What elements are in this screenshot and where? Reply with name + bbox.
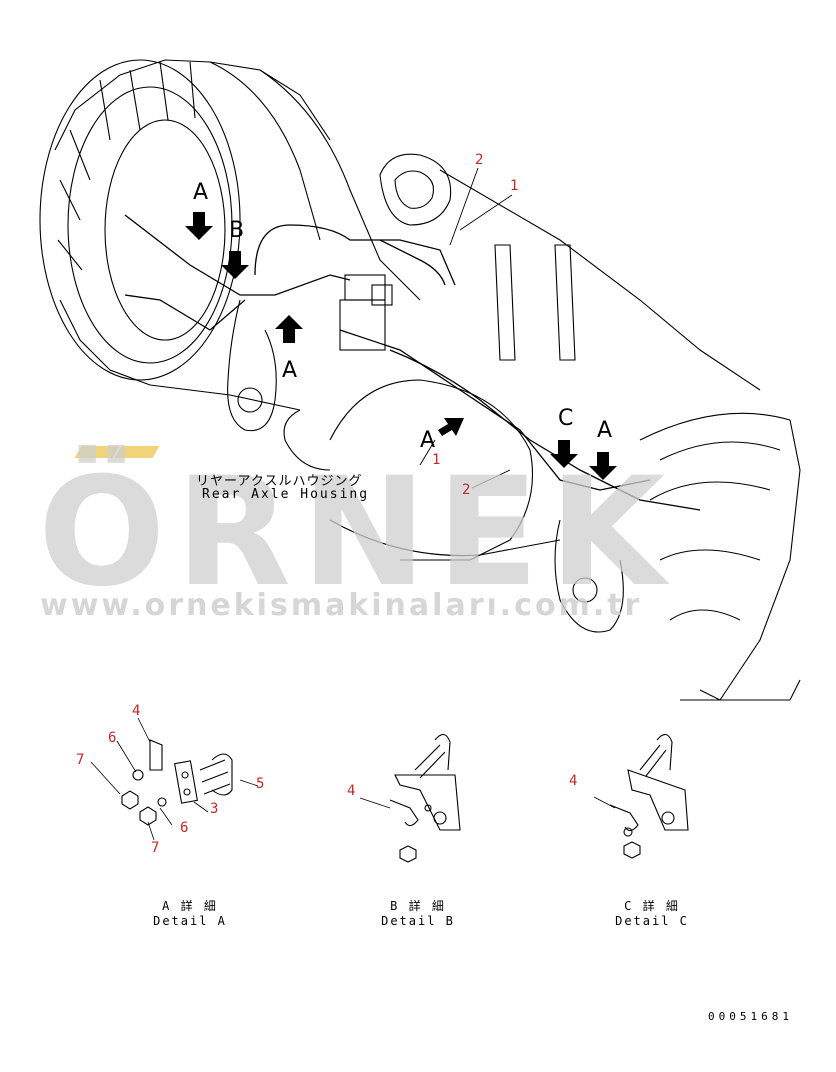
detail-a-callout-3: 3: [210, 801, 219, 817]
detail-a-callout-6-top: 6: [108, 730, 117, 746]
detail-b-callout-4: 4: [347, 783, 356, 799]
callout-2-mid: 2: [462, 482, 471, 498]
arrow-letter-a-below: A: [282, 358, 298, 383]
detail-a-caption-jp: A 詳 細: [162, 899, 218, 913]
arrow-letter-c: C: [558, 406, 574, 431]
axle-housing-body: [149, 61, 761, 561]
detail-c-drawing: [593, 733, 689, 859]
right-wheel-hub: [639, 412, 801, 701]
detail-c-callout-4: 4: [569, 773, 578, 789]
detail-a-caption-en: Detail A: [153, 914, 227, 928]
arrow-letter-a-center: A: [420, 428, 436, 453]
detail-c-caption-en: Detail C: [615, 914, 689, 928]
detail-b-caption-en: Detail B: [381, 914, 455, 928]
detail-a-callout-7-bottom: 7: [151, 840, 160, 856]
arrow-letter-a-right: A: [597, 418, 613, 443]
section-arrows: [185, 212, 617, 480]
housing-label-en: Rear Axle Housing: [202, 487, 370, 502]
arrow-letter-a-top-left: A: [193, 180, 209, 205]
watermark-url: www.ornekismakinaları.com.tr: [40, 588, 643, 623]
detail-b-caption-jp: B 詳 細: [390, 899, 446, 913]
detail-a-callout-7-top: 7: [76, 752, 85, 768]
housing-label-jp: リヤーアクスルハウジング: [196, 474, 363, 489]
callout-leaders: [419, 167, 513, 489]
detail-c-caption-jp: C 詳 細: [624, 899, 680, 913]
callout-1-mid: 1: [432, 452, 441, 468]
callout-2-top: 2: [475, 152, 484, 168]
axle-brackets: [227, 299, 624, 633]
left-wheel-hub: [39, 59, 331, 386]
brake-pipes: [124, 214, 701, 511]
document-number: 00051681: [708, 1010, 793, 1023]
detail-a-drawing: [90, 717, 259, 841]
detail-a-callout-4: 4: [132, 703, 141, 719]
callout-1-top: 1: [510, 178, 519, 194]
arrow-letter-b: B: [229, 218, 245, 243]
watermark-brand: ÖRNEK: [38, 446, 676, 620]
valve-block: [339, 274, 393, 351]
detail-a-callout-5: 5: [256, 776, 265, 792]
detail-a-callout-6-bottom: 6: [180, 820, 189, 836]
detail-b-drawing: [359, 733, 461, 863]
